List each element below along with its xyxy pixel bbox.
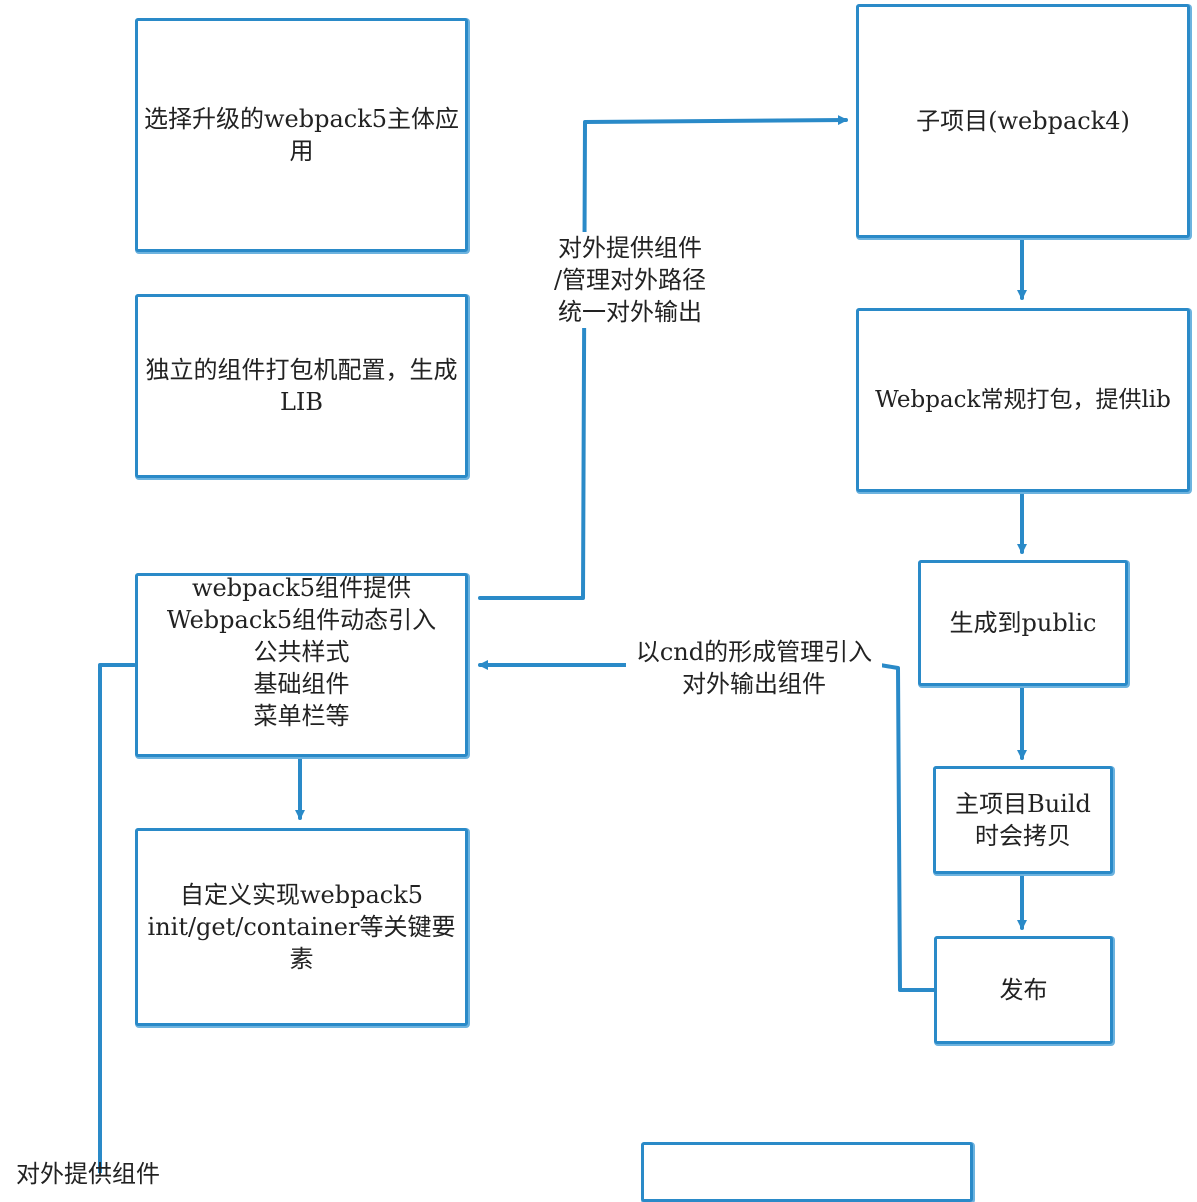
box-custom-impl-text: 自定义实现webpack5 init/get/container等关键要素 xyxy=(147,881,456,973)
box-generate-public-text: 生成到public xyxy=(949,609,1097,637)
box-main-build-copy: 主项目Build 时会拷贝 xyxy=(933,766,1113,874)
edge-webpack5-to-subproject xyxy=(478,115,848,600)
box-webpack-bundle: Webpack常规打包，提供lib xyxy=(856,308,1190,492)
box-upgrade-main-app-text: 选择升级的webpack5主体应用 xyxy=(143,105,460,165)
box-webpack5-components: webpack5组件提供 Webpack5组件动态引入 公共样式 基础组件 菜单… xyxy=(135,573,468,757)
box-publish: 发布 xyxy=(934,936,1113,1044)
box-sub-project-text: 子项目(webpack4) xyxy=(916,107,1130,135)
edge-publish-to-webpack5 xyxy=(478,660,936,992)
box-webpack-bundle-text: Webpack常规打包，提供lib xyxy=(875,387,1171,413)
box-publish-text: 发布 xyxy=(999,976,1048,1004)
box-component-packer-text: 独立的组件打包机配置，生成LIB xyxy=(145,356,458,416)
box-upgrade-main-app: 选择升级的webpack5主体应用 xyxy=(135,18,468,252)
box-generate-public: 生成到public xyxy=(918,560,1128,686)
box-custom-impl: 自定义实现webpack5 init/get/container等关键要素 xyxy=(135,828,468,1026)
box-component-packer: 独立的组件打包机配置，生成LIB xyxy=(135,294,468,478)
box-main-build-copy-text: 主项目Build 时会拷贝 xyxy=(955,790,1091,850)
edge-webpack5-left-down xyxy=(98,663,136,1173)
edge-label-bottom-cutoff: 对外提供组件 xyxy=(16,1160,160,1188)
edge-label-external-provide: 对外提供组件 /管理对外路径 统一对外输出 xyxy=(535,232,725,328)
box-bottom-partial xyxy=(641,1142,973,1202)
box-sub-project: 子项目(webpack4) xyxy=(856,4,1190,238)
box-webpack5-components-text: webpack5组件提供 Webpack5组件动态引入 公共样式 基础组件 菜单… xyxy=(166,574,437,730)
edge-label-cdn-import: 以cnd的形成管理引入 对外输出组件 xyxy=(626,636,882,700)
